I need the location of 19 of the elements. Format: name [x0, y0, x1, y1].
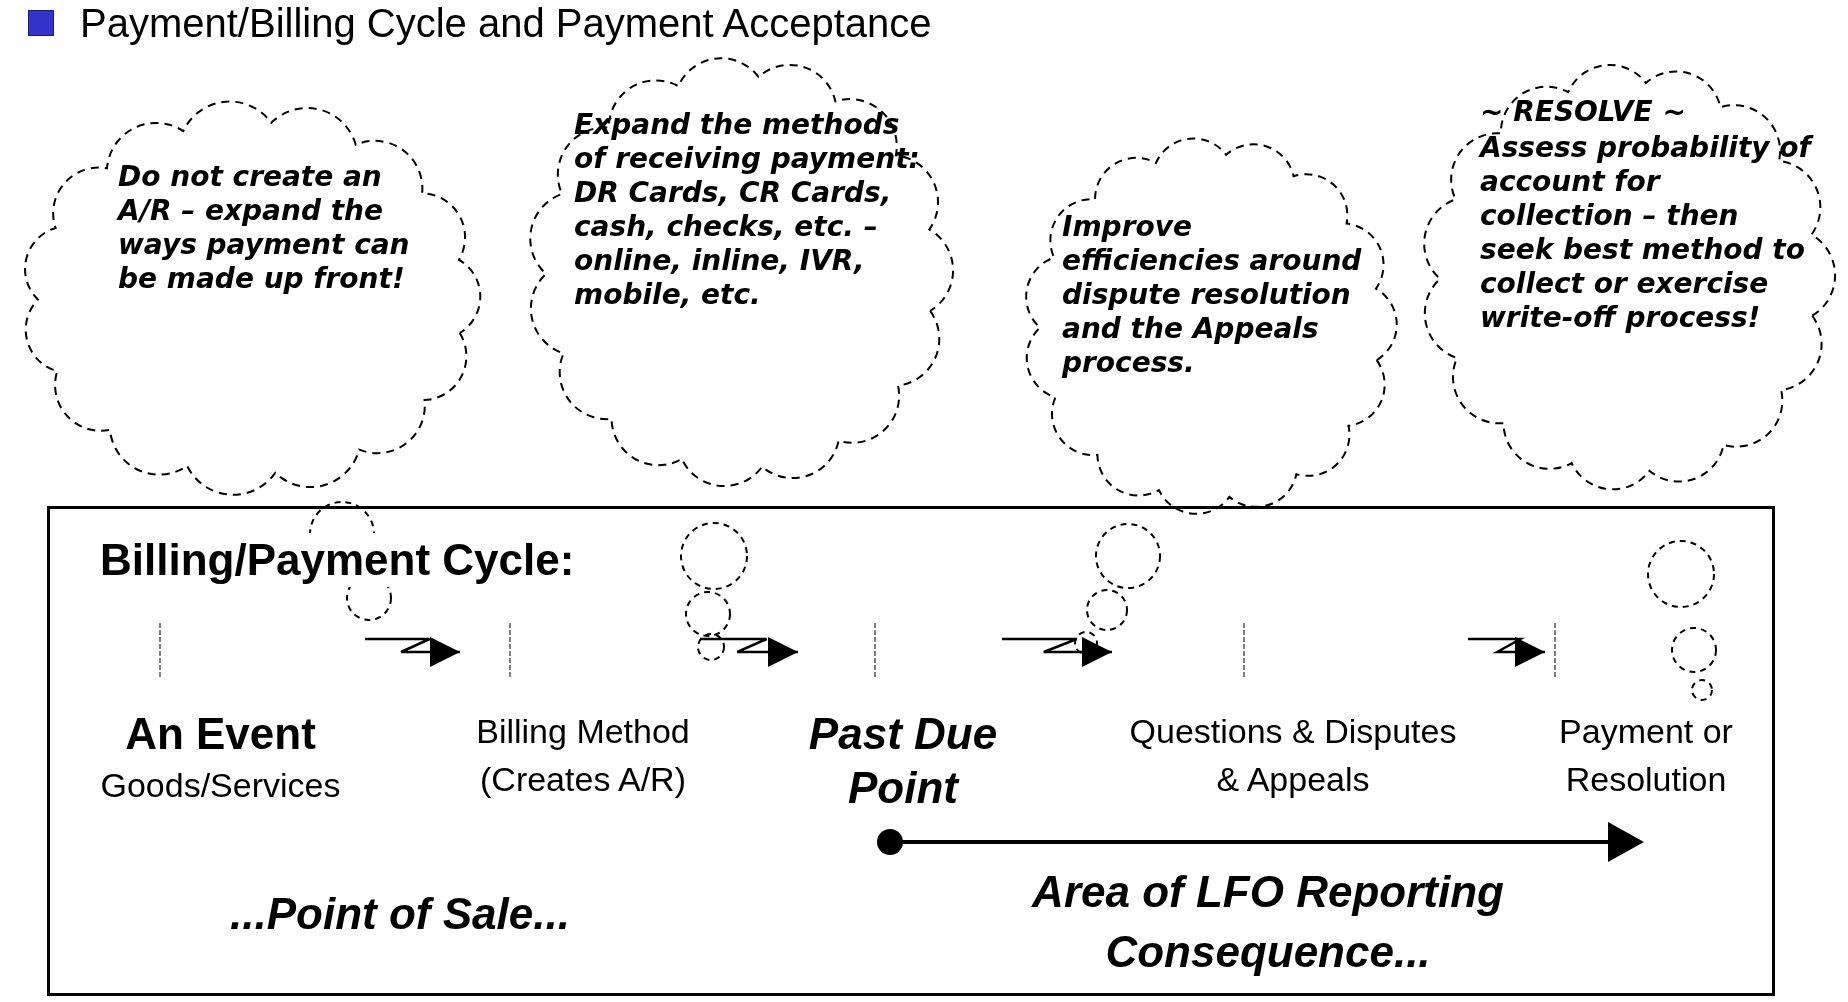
stage-label: Payment or Resolution — [1558, 711, 1734, 800]
stage-title: Past Due Point — [807, 708, 999, 814]
cloud-text: Assess probability of account for collection – then seek best method to collect or exercise write-off process! — [1480, 131, 1820, 335]
title: Payment/Billing Cycle and Payment Acceptance — [80, 0, 932, 46]
cloud-text: Improve efficiencies around dispute resolution and the Appeals process. — [1062, 210, 1363, 380]
zigzag-arrow — [1468, 637, 1545, 667]
stage-title: An Event — [124, 708, 317, 760]
cloud-text: ~ RESOLVE ~ — [1480, 95, 1687, 129]
zigzag-arrow — [1002, 637, 1112, 667]
note-label: Area of LFO Reporting Consequence... — [1030, 866, 1505, 978]
note-label: ...Point of Sale... — [229, 888, 571, 940]
stage-label: Questions & Disputes & Appeals — [1128, 711, 1458, 800]
zigzag-arrow — [365, 637, 460, 667]
cloud-text: Do not create an A/R – expand the ways payment can be made up front! — [118, 160, 411, 296]
cloud-text: Expand the methods of receiving payment: DR Cards, CR Cards, cash, checks, etc. – online, inline, IVR, mobile, etc. — [574, 108, 921, 312]
panel — [47, 506, 1775, 996]
stage-label: Goods/Services — [99, 765, 342, 806]
stage-label: Billing Method (Creates A/R) — [475, 711, 691, 800]
zigzag-arrow — [700, 637, 798, 667]
